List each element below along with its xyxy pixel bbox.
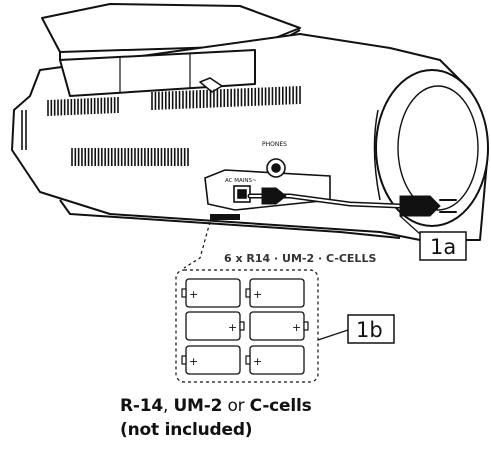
- battery-leader: [183, 221, 211, 269]
- battery-positive-symbol: +: [189, 288, 198, 301]
- caption: R-14, UM-2 or C-cells (not included): [120, 394, 312, 442]
- phones-port-label: PHONES: [262, 141, 287, 148]
- battery-positive-symbol: +: [189, 355, 198, 368]
- caption-type-um2: UM-2: [173, 396, 223, 416]
- caption-type-r14: R-14: [120, 396, 164, 416]
- battery-cell: +: [245, 345, 305, 375]
- caption-type-c: C-cells: [249, 396, 312, 416]
- vent-slots: [21, 86, 301, 166]
- speaker-grille: [373, 69, 489, 227]
- battery-cells: + + + + + +: [181, 278, 309, 375]
- callout-1a: 1a: [399, 215, 467, 261]
- battery-cell: +: [245, 278, 305, 308]
- battery-cell: +: [185, 311, 245, 341]
- boombox-body: [11, 3, 489, 241]
- battery-spec-label: 6 x R14 · UM-2 · C-CELLS: [224, 252, 376, 265]
- caption-battery-types: R-14, UM-2 or C-cells: [120, 396, 312, 416]
- ac-mains-cord: [247, 187, 457, 217]
- battery-positive-symbol: +: [253, 288, 262, 301]
- caption-note: (not included): [120, 420, 253, 440]
- callout-1a-label: 1a: [430, 235, 456, 259]
- battery-positive-symbol: +: [292, 321, 301, 334]
- callout-1b-label: 1b: [356, 318, 383, 342]
- battery-positive-symbol: +: [228, 321, 237, 334]
- callout-1b: 1b: [317, 314, 395, 344]
- battery-positive-symbol: +: [253, 355, 262, 368]
- battery-cell: +: [249, 311, 309, 341]
- ac-mains-port-label: AC MAINS~: [225, 178, 257, 184]
- battery-cell: +: [181, 345, 241, 375]
- battery-cell: +: [181, 278, 241, 308]
